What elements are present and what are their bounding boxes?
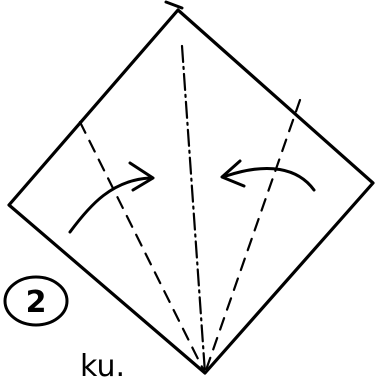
right-fold-line bbox=[203, 98, 302, 375]
left-fold-line bbox=[78, 120, 207, 375]
left-fold-arrow-head bbox=[128, 161, 155, 192]
paper-outline bbox=[7, 8, 375, 375]
center-fold-line bbox=[180, 44, 207, 375]
step-number: 2 bbox=[26, 285, 47, 320]
step-number-circle bbox=[3, 275, 69, 327]
step-number-badge: 2 bbox=[3, 275, 69, 327]
right-fold-arrow bbox=[224, 166, 316, 192]
right-fold-arrow-head bbox=[220, 159, 246, 188]
left-fold-arrow bbox=[68, 176, 152, 234]
top-edge-mark bbox=[164, 0, 184, 10]
signature-text: ku. bbox=[80, 349, 125, 378]
